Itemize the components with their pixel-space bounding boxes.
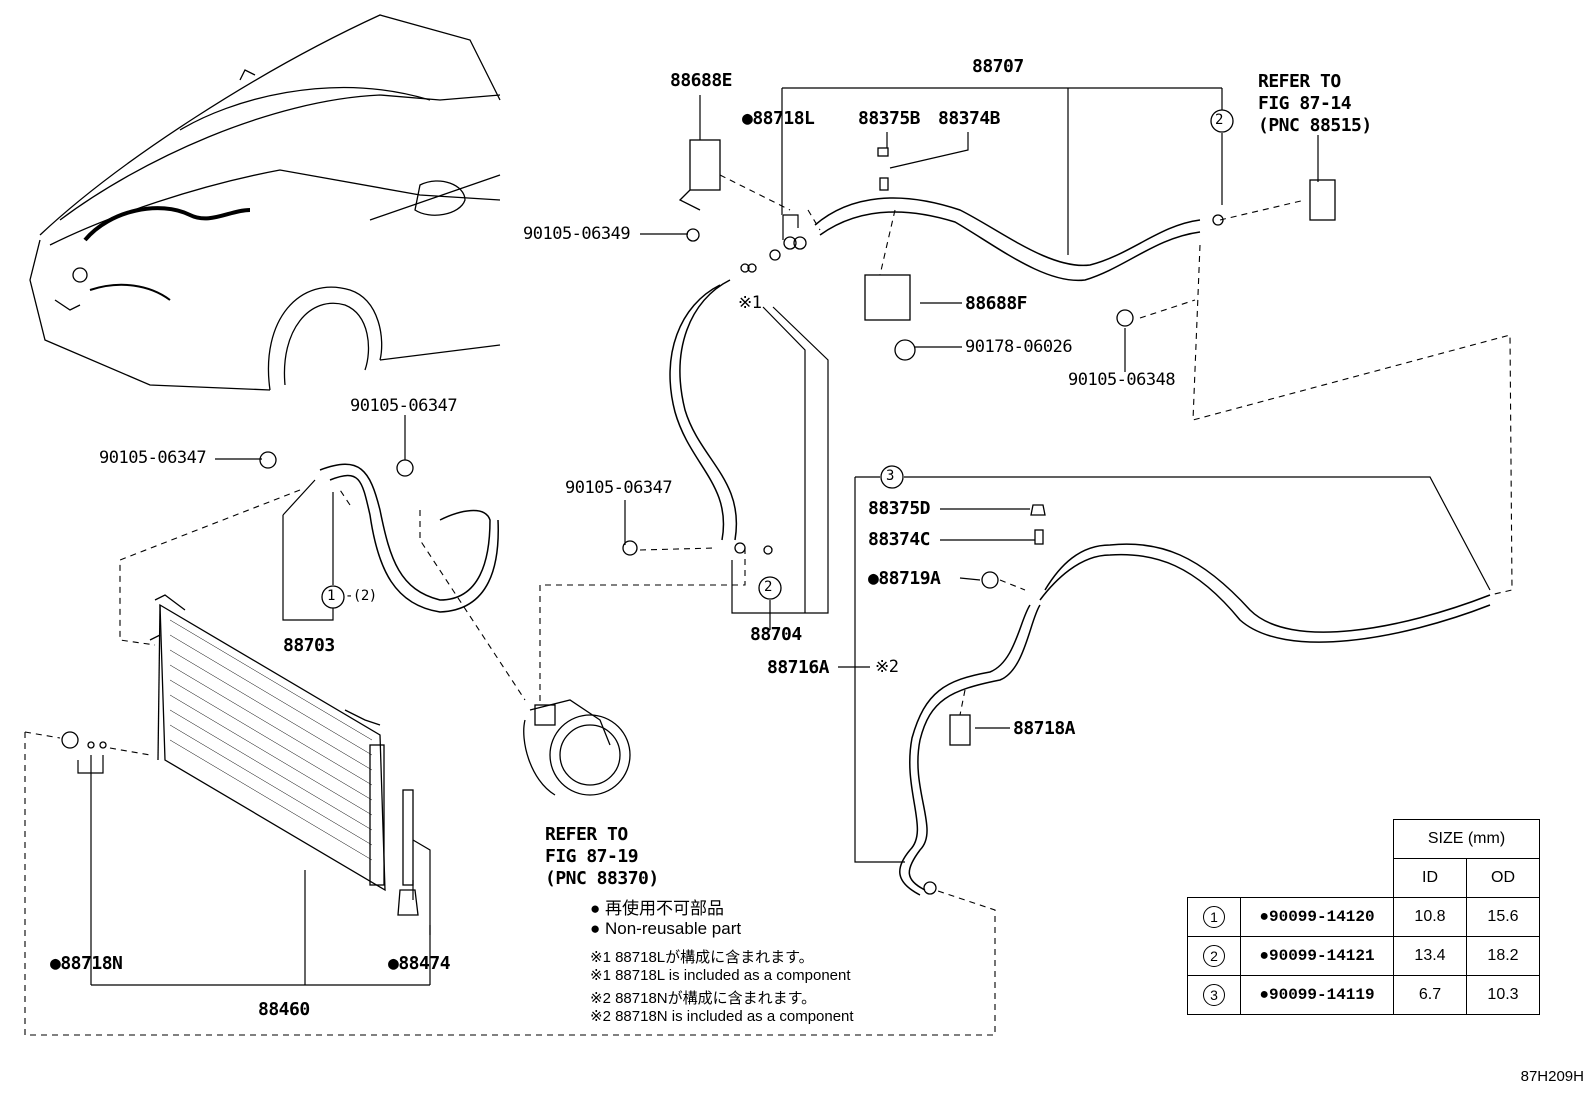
car-illustration <box>29 14 501 391</box>
refer-note-1-line1: REFER TO <box>1258 71 1341 92</box>
size-od: 10.3 <box>1466 975 1540 1015</box>
table-row: 2 ●90099-14121 13.4 18.2 <box>1187 936 1540 976</box>
label-90105-06349: 90105-06349 <box>523 224 631 244</box>
size-od: 15.6 <box>1466 897 1540 937</box>
label-88719A: 88719A <box>868 568 941 589</box>
refer-note-1-line3: (PNC 88515) <box>1258 115 1372 136</box>
label-88375B: 88375B <box>858 108 921 129</box>
refer-note-2-line2: FIG 87-19 <box>545 846 639 867</box>
size-id: 6.7 <box>1393 975 1467 1015</box>
circled-number-2b: 2 <box>764 579 772 595</box>
note-2-ja: ※2 88718Nが構成に含まれます。 <box>590 990 817 1007</box>
refer-note-2-line1: REFER TO <box>545 824 628 845</box>
label-90105-06347-center: 90105-06347 <box>565 478 673 498</box>
label-90105-06348: 90105-06348 <box>1068 370 1176 390</box>
label-88688E: 88688E <box>670 70 733 91</box>
label-88718N: 88718N <box>50 953 123 974</box>
non-reusable-dot-icon <box>742 108 752 129</box>
part-number: ●90099-14119 <box>1240 975 1394 1015</box>
table-row: 3 ●90099-14119 6.7 10.3 <box>1187 975 1540 1015</box>
part-number: ●90099-14121 <box>1240 936 1394 976</box>
guide-lines-dashed <box>24 174 1513 1036</box>
part-number: ●90099-14120 <box>1240 897 1394 937</box>
size-od: 18.2 <box>1466 936 1540 976</box>
table-header-id: ID <box>1393 858 1467 898</box>
label-paren-2: -(2) <box>345 588 377 604</box>
label-88374C: 88374C <box>868 529 931 550</box>
label-88707: 88707 <box>972 56 1024 77</box>
non-reusable-dot-icon <box>868 568 878 589</box>
label-88375D: 88375D <box>868 498 931 519</box>
size-id: 10.8 <box>1393 897 1467 937</box>
fittings <box>61 139 1336 895</box>
label-90105-06347-top: 90105-06347 <box>350 396 458 416</box>
label-88718A: 88718A <box>1013 718 1076 739</box>
table-header-od: OD <box>1466 858 1540 898</box>
note-non-reusable-ja: ● 再使用不可部品 <box>590 899 724 918</box>
size-id: 13.4 <box>1393 936 1467 976</box>
label-88703: 88703 <box>283 635 335 656</box>
leader-lines <box>77 87 1491 986</box>
table-row: 1 ●90099-14120 10.8 15.6 <box>1187 897 1540 937</box>
note-1-en: ※1 88718L is included as a component <box>590 967 851 984</box>
note-non-reusable-en: ● Non-reusable part <box>590 919 742 938</box>
label-88704: 88704 <box>750 624 802 645</box>
compressor-illustration <box>523 699 631 796</box>
note-2-en: ※2 88718N is included as a component <box>590 1008 854 1025</box>
label-90178-06026: 90178-06026 <box>965 337 1073 357</box>
pipes <box>319 197 1491 896</box>
label-88688F: 88688F <box>965 293 1028 314</box>
note-mark-2: ※2 <box>875 657 899 677</box>
table-header-size: SIZE (mm) <box>1393 819 1540 859</box>
refer-note-1-line2: FIG 87-14 <box>1258 93 1352 114</box>
circled-number-1: 1 <box>327 588 335 604</box>
figure-code: 87H209H <box>1520 1068 1584 1085</box>
label-88718L: 88718L <box>742 108 815 129</box>
circled-number: 2 <box>1203 945 1225 967</box>
refer-note-2-line3: (PNC 88370) <box>545 868 659 889</box>
non-reusable-dot-icon <box>50 953 60 974</box>
circled-number: 3 <box>1203 984 1225 1006</box>
circled-markers <box>321 109 1234 609</box>
label-88716A: 88716A <box>767 657 830 678</box>
circled-number-2: 2 <box>1215 112 1223 128</box>
condenser-illustration <box>149 594 419 916</box>
circled-number-3: 3 <box>886 468 894 484</box>
o-ring-size-table: SIZE (mm) ID OD 1 ●90099-14120 10.8 15.6… <box>1187 819 1540 1015</box>
note-mark-1: ※1 <box>738 293 762 313</box>
label-90105-06347-left: 90105-06347 <box>99 448 207 468</box>
non-reusable-dot-icon <box>388 953 398 974</box>
label-88460: 88460 <box>258 999 310 1020</box>
circled-number: 1 <box>1203 906 1225 928</box>
label-88374B: 88374B <box>938 108 1001 129</box>
label-88474: 88474 <box>388 953 451 974</box>
note-1-ja: ※1 88718Lが構成に含まれます。 <box>590 949 814 966</box>
